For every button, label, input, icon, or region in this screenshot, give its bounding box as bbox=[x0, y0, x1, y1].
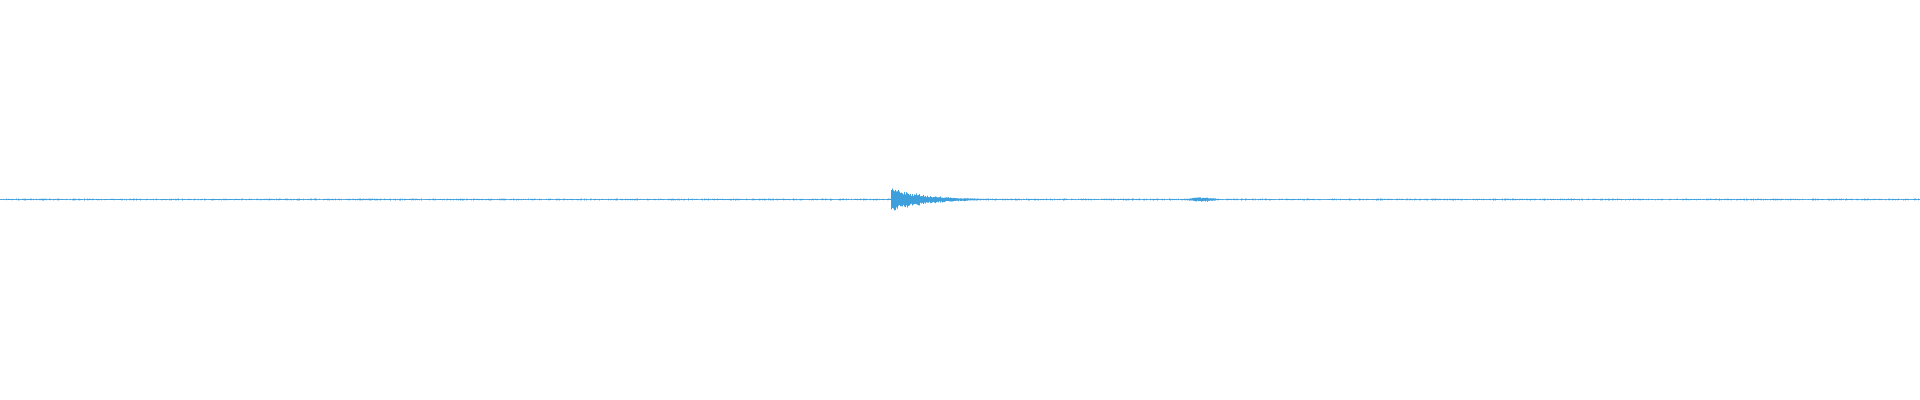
waveform-trace bbox=[0, 188, 1920, 211]
